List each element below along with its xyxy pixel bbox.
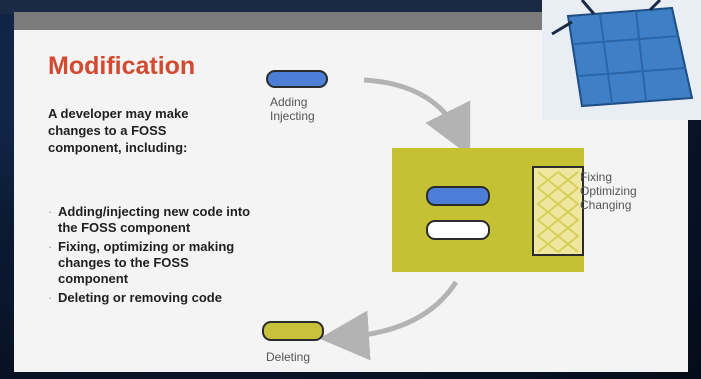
deleting-label: Deleting <box>266 350 311 364</box>
curved-arrow-icon <box>363 77 471 157</box>
slide-title: Modification <box>48 52 196 80</box>
bullet-item: ·Adding/injecting new code into the FOSS… <box>48 204 251 235</box>
bullet-list: ·Adding/injecting new code into the FOSS… <box>48 204 258 309</box>
adding-label: Adding Injecting <box>270 95 315 123</box>
fixing-box <box>392 148 584 272</box>
curved-arrow-icon <box>319 280 459 361</box>
slide-header-bar <box>14 12 688 30</box>
intro-text: A developer may make changes to a FOSS c… <box>48 106 189 155</box>
deleting-pill-icon <box>262 321 324 341</box>
fixing-label: Fixing Optimizing Changing <box>580 170 637 212</box>
blue-tile-logo <box>542 0 701 120</box>
bullet-item: ·Fixing, optimizing or making changes to… <box>48 239 235 286</box>
bullet-dot-icon: · <box>48 290 53 305</box>
bullet-dot-icon: · <box>48 239 53 254</box>
diagram-arrows <box>319 77 471 361</box>
white-pill-icon <box>426 220 490 240</box>
bullet-item: ·Deleting or removing code <box>48 290 222 305</box>
bullet-dot-icon: · <box>48 204 53 219</box>
hatched-code-icon <box>532 166 584 256</box>
adding-pill-icon <box>266 70 328 88</box>
blue-pill-icon <box>426 186 490 206</box>
background-top-strip <box>0 0 701 14</box>
